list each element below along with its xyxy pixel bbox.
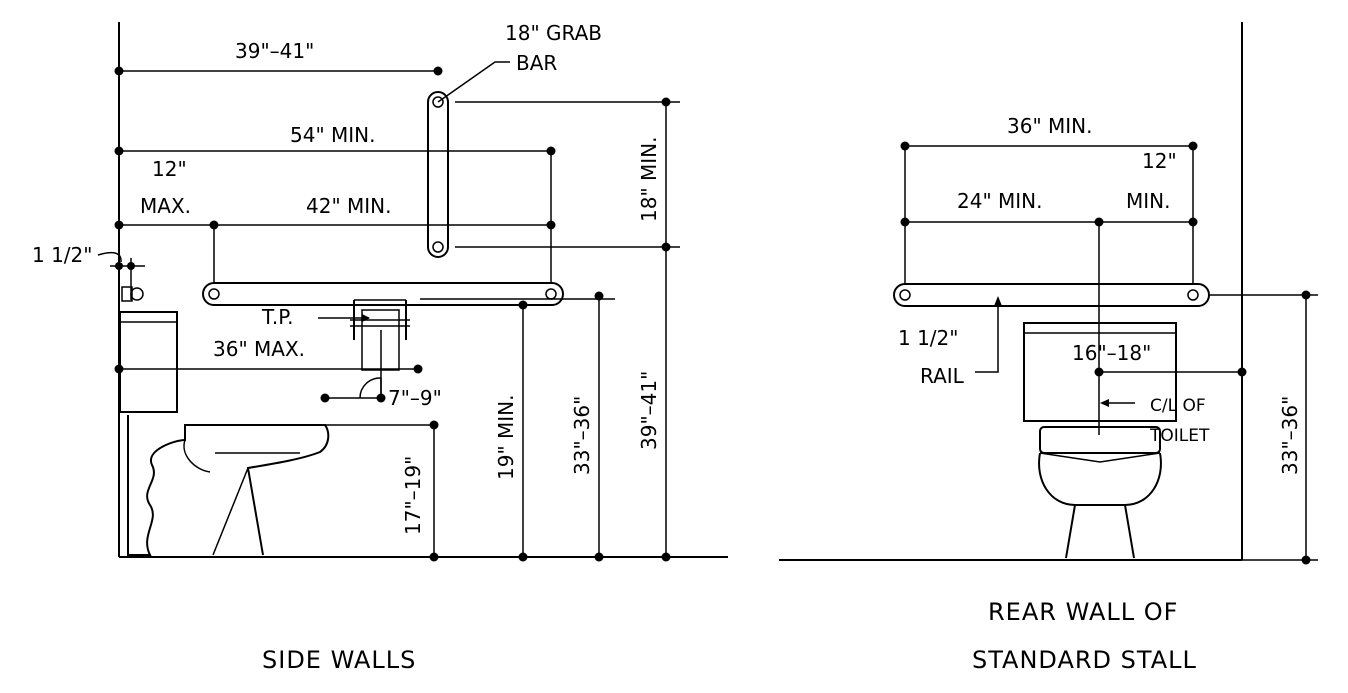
- side-dim-18min: 18" MIN.: [637, 137, 661, 222]
- grab-bar-leader: [437, 61, 510, 103]
- rear-grab-bar: [893, 283, 1210, 307]
- rail-label-1: 1 1/2": [898, 326, 958, 350]
- rear-dim-1618: 16"–18": [1072, 341, 1151, 365]
- side-dim-79: 7"–9": [388, 386, 442, 410]
- rear-title-1: REAR WALL OF: [988, 598, 1178, 626]
- side-dim-3941: 39"–41": [637, 371, 661, 450]
- side-walls-view: 39"–41" 18" GRAB BAR 54" MIN. 12" MAX. 4…: [32, 21, 728, 674]
- tp-label: T.P.: [261, 305, 294, 329]
- cl-label-1: C/L OF: [1150, 396, 1206, 416]
- side-dim-12-a: 12": [152, 157, 187, 181]
- rear-dim-36: 36" MIN.: [1007, 114, 1092, 138]
- rear-title-2: STANDARD STALL: [972, 646, 1197, 674]
- side-walls-title: SIDE WALLS: [262, 646, 416, 674]
- side-dim-36max: 36" MAX.: [213, 337, 305, 361]
- side-dim-19min: 19" MIN.: [494, 395, 518, 480]
- vertical-grab-bar: [427, 91, 449, 258]
- cl-label-2: TOILET: [1149, 426, 1210, 446]
- flush-handle: [121, 286, 133, 302]
- rear-dim-12-a: 12": [1142, 149, 1177, 173]
- toilet-paper-holder: [350, 299, 410, 371]
- rear-toilet-bowl: [1038, 426, 1162, 559]
- rail-label-2: RAIL: [920, 364, 965, 388]
- side-dim-3336: 33"–36": [570, 396, 594, 475]
- grab-bar-label-2: BAR: [516, 51, 557, 75]
- grab-bar-label-1: 18" GRAB: [505, 21, 602, 45]
- rear-dim-3336: 33"–36": [1278, 396, 1302, 475]
- side-dim-1half: 1 1/2": [32, 243, 92, 267]
- side-dim-42: 42" MIN.: [306, 194, 391, 218]
- side-toilet-bowl: [127, 415, 330, 556]
- side-dim-54: 54" MIN.: [290, 123, 375, 147]
- side-dim-top: 39"–41": [235, 39, 314, 63]
- side-dim-1719: 17"–19": [401, 456, 425, 535]
- rear-dim-12-b: MIN.: [1126, 189, 1170, 213]
- rear-dim-24: 24" MIN.: [957, 189, 1042, 213]
- side-dim-12-b: MAX.: [140, 194, 191, 218]
- rear-wall-view: 36" MIN. 12" MIN. 24" MIN. 1 1/2" RAIL 1…: [779, 22, 1318, 674]
- horizontal-grab-bar: [202, 282, 564, 306]
- side-toilet-tank: [119, 311, 178, 413]
